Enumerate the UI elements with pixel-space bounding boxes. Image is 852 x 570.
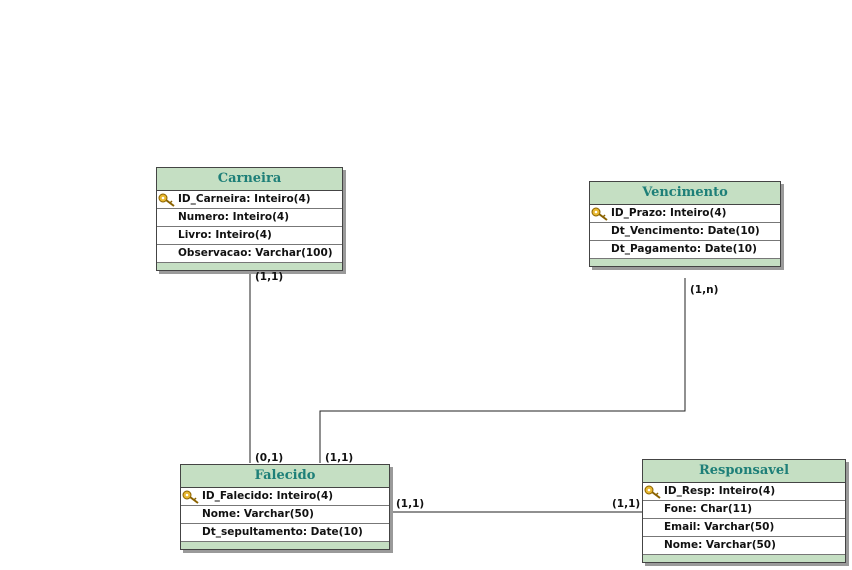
attribute-label: Fone: Char(11) bbox=[664, 503, 753, 515]
attribute-label: Nome: Varchar(50) bbox=[202, 508, 314, 520]
entity-footer bbox=[157, 262, 342, 270]
attribute-row[interactable]: Nome: Varchar(50) bbox=[643, 537, 845, 555]
attribute-row[interactable]: ID_Resp: Inteiro(4) bbox=[643, 483, 845, 501]
attribute-row[interactable]: Dt_Vencimento: Date(10) bbox=[590, 223, 780, 241]
entity-title: Vencimento bbox=[590, 182, 780, 205]
entity-title: Responsavel bbox=[643, 460, 845, 483]
attribute-label: Dt_sepultamento: Date(10) bbox=[202, 526, 363, 538]
attribute-row[interactable]: Nome: Varchar(50) bbox=[181, 506, 389, 524]
attribute-row[interactable]: Observacao: Varchar(100) bbox=[157, 245, 342, 263]
entity-title: Falecido bbox=[181, 465, 389, 488]
relationship-line-vencimento-falecido[interactable] bbox=[319, 278, 686, 463]
attribute-row[interactable]: Numero: Inteiro(4) bbox=[157, 209, 342, 227]
key-icon bbox=[591, 207, 608, 221]
attribute-row[interactable]: ID_Carneira: Inteiro(4) bbox=[157, 191, 342, 209]
attribute-label: Observacao: Varchar(100) bbox=[178, 247, 333, 259]
cardinality-falecido-carneira: (0,1) bbox=[255, 452, 284, 464]
attribute-label: Nome: Varchar(50) bbox=[664, 539, 776, 551]
attribute-label: Dt_Vencimento: Date(10) bbox=[611, 225, 760, 237]
attribute-row[interactable]: Livro: Inteiro(4) bbox=[157, 227, 342, 245]
attribute-label: Livro: Inteiro(4) bbox=[178, 229, 272, 241]
attribute-row[interactable]: Dt_Pagamento: Date(10) bbox=[590, 241, 780, 259]
cardinality-carneira: (1,1) bbox=[255, 271, 284, 283]
attribute-label: Dt_Pagamento: Date(10) bbox=[611, 243, 757, 255]
cardinality-falecido-vencimento: (1,1) bbox=[325, 452, 354, 464]
attribute-label: ID_Prazo: Inteiro(4) bbox=[611, 207, 727, 219]
cardinality-responsavel: (1,1) bbox=[612, 498, 641, 510]
attribute-label: Email: Varchar(50) bbox=[664, 521, 775, 533]
entity-footer bbox=[181, 541, 389, 549]
attribute-label: ID_Resp: Inteiro(4) bbox=[664, 485, 776, 497]
entity-footer bbox=[643, 554, 845, 562]
key-icon bbox=[158, 193, 175, 207]
key-icon bbox=[182, 490, 199, 504]
entity-carneira[interactable]: Carneira ID_Carneira: Inteiro(4) Numero:… bbox=[156, 167, 343, 271]
attribute-row[interactable]: ID_Falecido: Inteiro(4) bbox=[181, 488, 389, 506]
attribute-row[interactable]: ID_Prazo: Inteiro(4) bbox=[590, 205, 780, 223]
attribute-row[interactable]: Email: Varchar(50) bbox=[643, 519, 845, 537]
attribute-row[interactable]: Fone: Char(11) bbox=[643, 501, 845, 519]
attribute-label: ID_Falecido: Inteiro(4) bbox=[202, 490, 334, 502]
entity-falecido[interactable]: Falecido ID_Falecido: Inteiro(4) Nome: V… bbox=[180, 464, 390, 550]
key-icon bbox=[644, 485, 661, 499]
entity-footer bbox=[590, 258, 780, 266]
attribute-label: ID_Carneira: Inteiro(4) bbox=[178, 193, 311, 205]
attribute-label: Numero: Inteiro(4) bbox=[178, 211, 289, 223]
entity-vencimento[interactable]: Vencimento ID_Prazo: Inteiro(4) Dt_Venci… bbox=[589, 181, 781, 267]
cardinality-falecido-responsavel: (1,1) bbox=[396, 498, 425, 510]
entity-title: Carneira bbox=[157, 168, 342, 191]
attribute-row[interactable]: Dt_sepultamento: Date(10) bbox=[181, 524, 389, 542]
cardinality-vencimento: (1,n) bbox=[690, 284, 719, 296]
entity-responsavel[interactable]: Responsavel ID_Resp: Inteiro(4) Fone: Ch… bbox=[642, 459, 846, 563]
